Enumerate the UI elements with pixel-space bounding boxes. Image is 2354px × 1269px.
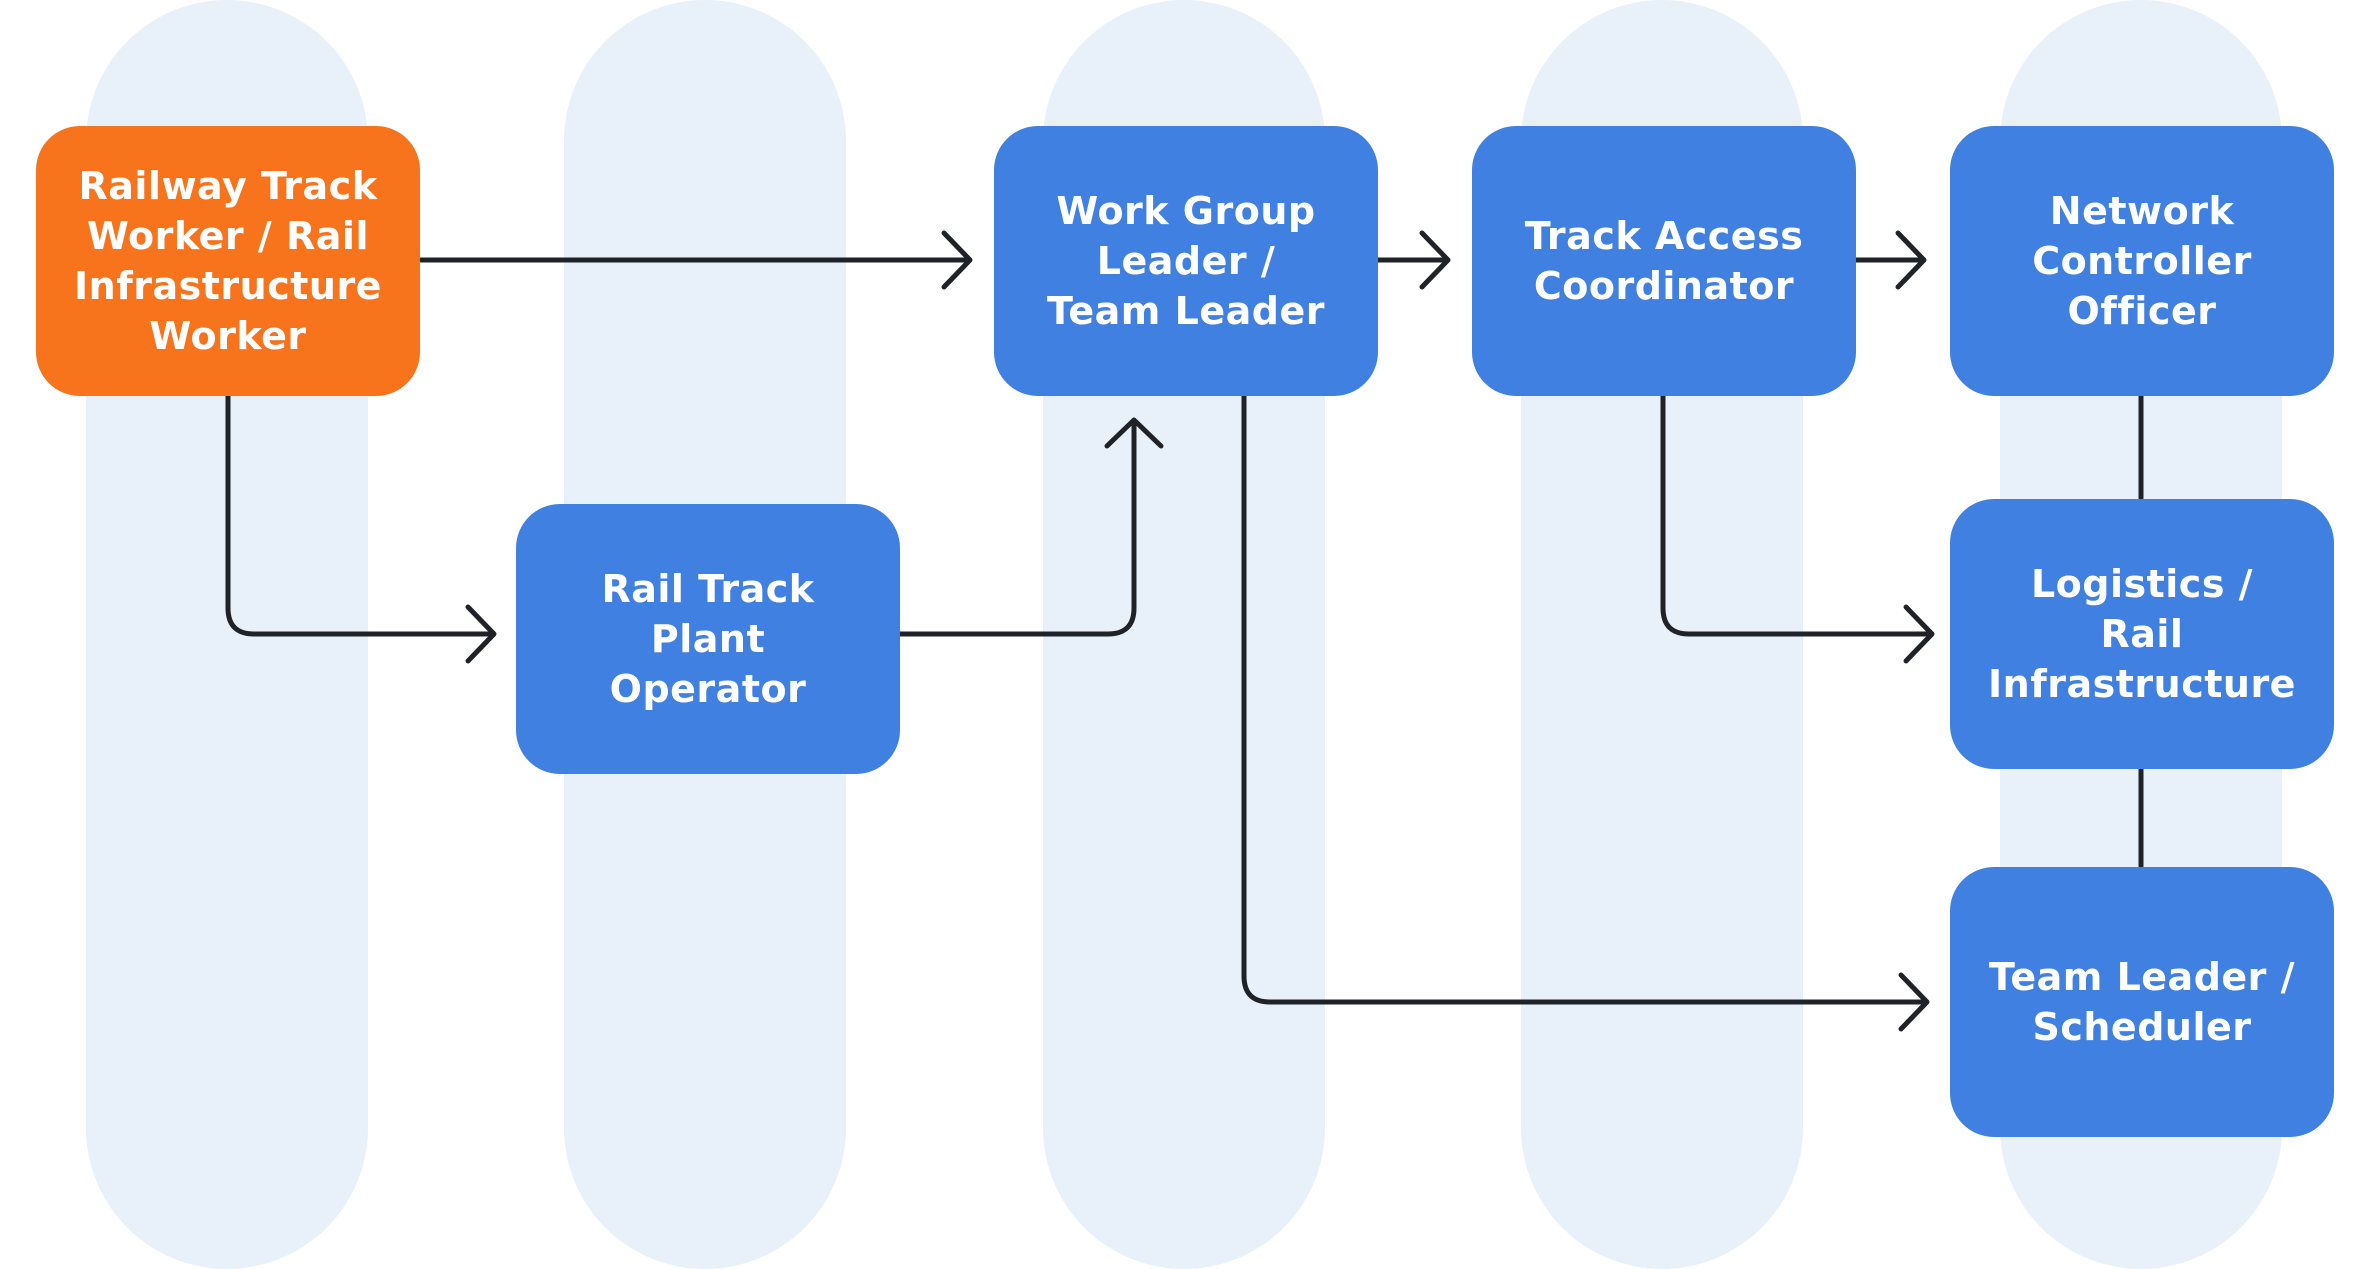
node-label: Work Group Leader / Team Leader — [1047, 189, 1325, 333]
node-label: Logistics / Rail Infrastructure — [1988, 562, 2296, 706]
node-work-group-leader[interactable]: Work Group Leader / Team Leader — [994, 126, 1378, 396]
connector-track-access-to-logistics — [1660, 392, 1933, 637]
node-logistics-rail-infrastructure[interactable]: Logistics / Rail Infrastructure — [1950, 499, 2334, 769]
arrowhead-work-group-leader-bottom — [1104, 417, 1164, 449]
arrowhead-logistics — [1903, 604, 1935, 664]
node-rail-track-plant-operator[interactable]: Rail Track Plant Operator — [516, 504, 900, 774]
node-track-access-coordinator[interactable]: Track Access Coordinator — [1472, 126, 1856, 396]
arrowhead-network-controller — [1895, 230, 1927, 290]
node-railway-track-worker[interactable]: Railway Track Worker / Rail Infrastructu… — [36, 126, 420, 396]
connector-plant-operator-to-work-group-leader — [897, 419, 1137, 637]
node-label: Network Controller Officer — [2032, 189, 2252, 333]
node-network-controller-officer[interactable]: Network Controller Officer — [1950, 126, 2334, 396]
node-team-leader-scheduler[interactable]: Team Leader / Scheduler — [1950, 867, 2334, 1137]
node-label: Team Leader / Scheduler — [1988, 955, 2296, 1049]
node-label: Rail Track Plant Operator — [601, 567, 815, 711]
arrowhead-scheduler — [1898, 972, 1930, 1032]
node-label: Track Access Coordinator — [1524, 214, 1804, 308]
connector-work-group-leader-to-scheduler — [1241, 392, 1928, 1005]
arrowhead-track-access — [1419, 230, 1451, 290]
node-label: Railway Track Worker / Rail Infrastructu… — [74, 164, 382, 358]
connector-worker-to-plant-operator — [225, 392, 495, 637]
arrowhead-plant-operator — [465, 604, 497, 664]
arrowhead-work-group-leader-left — [941, 230, 973, 290]
